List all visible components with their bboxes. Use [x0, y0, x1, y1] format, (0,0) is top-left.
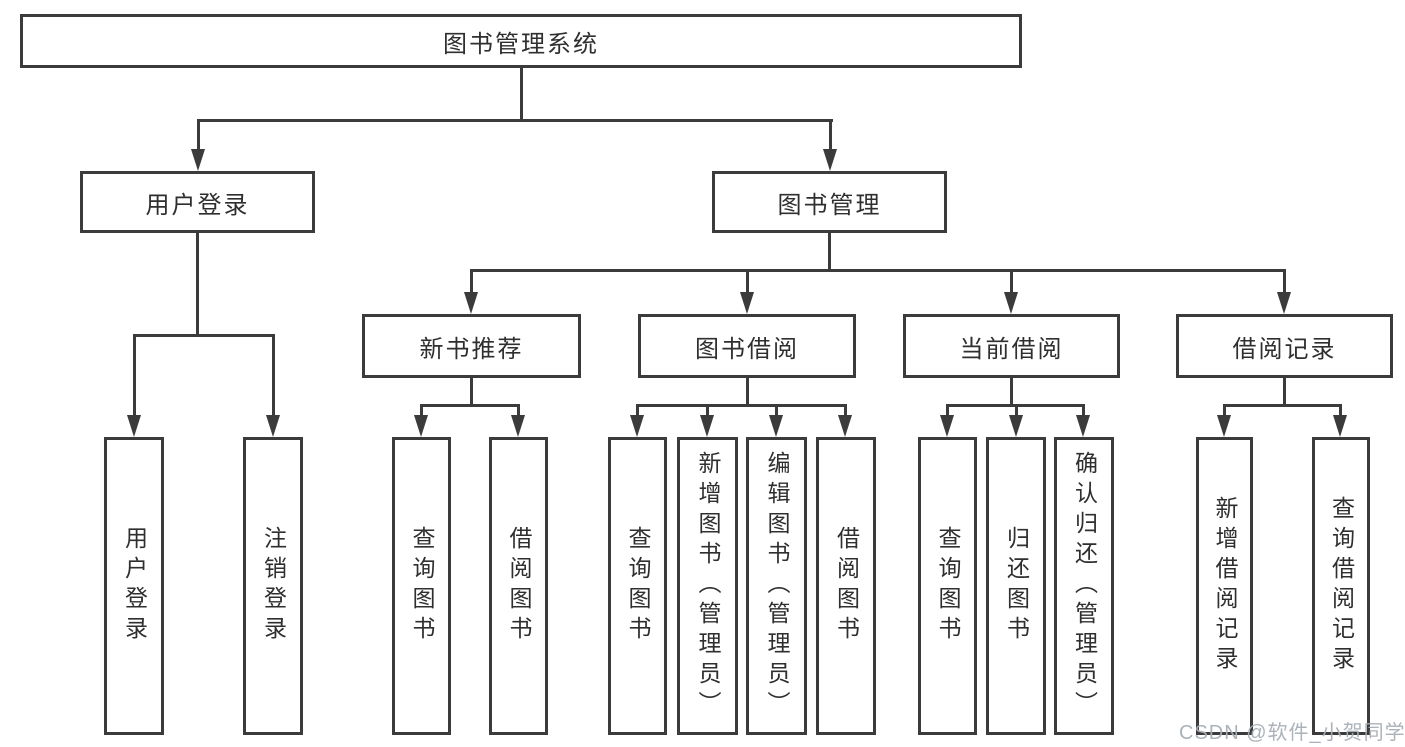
connector-book-mgmt-branch [470, 269, 1286, 272]
connector-to-leaf [1339, 404, 1342, 419]
node-book-management: 图书管理 [712, 171, 947, 233]
connector-to-leaf [775, 404, 778, 419]
arrow-down-icon [191, 149, 205, 171]
arrow-down-icon [1076, 415, 1090, 437]
node-user-login: 用户登录 [80, 171, 315, 233]
leaf-add-borrow-record: 新增借阅记录 [1196, 437, 1253, 735]
connector-to-current-borrow [1010, 269, 1013, 294]
leaf-borrow-book-recommend: 借阅图书 [489, 437, 548, 735]
arrow-down-icon [838, 415, 852, 437]
arrow-down-icon [511, 415, 525, 437]
arrow-down-icon [700, 415, 714, 437]
connector-to-borrow-records [1283, 269, 1286, 294]
arrow-down-icon [127, 415, 141, 437]
arrow-down-icon [266, 415, 280, 437]
connector-borrow-stem [746, 376, 749, 407]
connector-to-user-login [197, 119, 200, 151]
leaf-query-borrow-record: 查询借阅记录 [1312, 437, 1370, 735]
arrow-down-icon [414, 415, 428, 437]
connector-borrow-branch [636, 404, 847, 407]
leaf-query-book-recommend: 查询图书 [392, 437, 451, 735]
node-borrow-records: 借阅记录 [1176, 314, 1393, 378]
arrow-down-icon [1217, 415, 1231, 437]
connector-user-login-stem [196, 231, 199, 337]
connector-to-leaf [420, 404, 423, 419]
leaf-user-login: 用户登录 [104, 437, 164, 735]
arrow-down-icon [464, 292, 478, 314]
connector-to-leaf [1082, 404, 1085, 419]
arrow-down-icon [1277, 292, 1291, 314]
connector-root-branch [197, 119, 833, 122]
arrow-down-icon [740, 292, 754, 314]
node-current-borrow: 当前借阅 [903, 314, 1120, 378]
connector-recommend-branch [420, 404, 520, 407]
connector-to-leaf [706, 404, 709, 419]
connector-recommend-stem [470, 376, 473, 407]
connector-to-leaf [844, 404, 847, 419]
csdn-watermark: CSDN @软件_小贺同学 [1179, 722, 1405, 744]
connector-to-leaf [946, 404, 949, 419]
leaf-logout: 注销登录 [243, 437, 303, 735]
arrow-down-icon [1004, 292, 1018, 314]
connector-user-login-branch [133, 334, 275, 337]
node-root-library-system: 图书管理系统 [20, 14, 1022, 68]
connector-to-book-management [829, 119, 832, 151]
arrow-down-icon [1009, 415, 1023, 437]
leaf-return-book: 归还图书 [986, 437, 1046, 735]
leaf-query-book-current: 查询图书 [918, 437, 977, 735]
connector-to-leaf [1015, 404, 1018, 419]
arrow-down-icon [1333, 415, 1347, 437]
arrow-down-icon [769, 415, 783, 437]
node-new-book-recommend: 新书推荐 [362, 314, 581, 378]
arrow-down-icon [940, 415, 954, 437]
arrow-down-icon [823, 149, 837, 171]
node-book-borrow: 图书借阅 [638, 314, 856, 378]
leaf-borrow-book: 借阅图书 [816, 437, 876, 735]
connector-to-new-book-recommend [470, 269, 473, 294]
leaf-add-book-admin: 新增图书（管理员） [677, 437, 738, 735]
arrow-down-icon [630, 415, 644, 437]
connector-to-leaf [1223, 404, 1226, 419]
connector-current-stem [1010, 376, 1013, 407]
connector-to-book-borrow [746, 269, 749, 294]
leaf-edit-book-admin: 编辑图书（管理员） [746, 437, 807, 735]
connector-records-stem [1283, 376, 1286, 407]
leaf-query-book-borrow: 查询图书 [608, 437, 667, 735]
connector-to-leaf [636, 404, 639, 419]
connector-to-leaf-user-login [133, 334, 136, 416]
connector-root-stem [520, 66, 523, 122]
leaf-confirm-return-admin: 确认归还（管理员） [1054, 437, 1114, 735]
connector-book-mgmt-stem [828, 231, 831, 272]
connector-to-leaf-logout [272, 334, 275, 416]
connector-to-leaf [517, 404, 520, 419]
connector-records-branch [1223, 404, 1342, 407]
